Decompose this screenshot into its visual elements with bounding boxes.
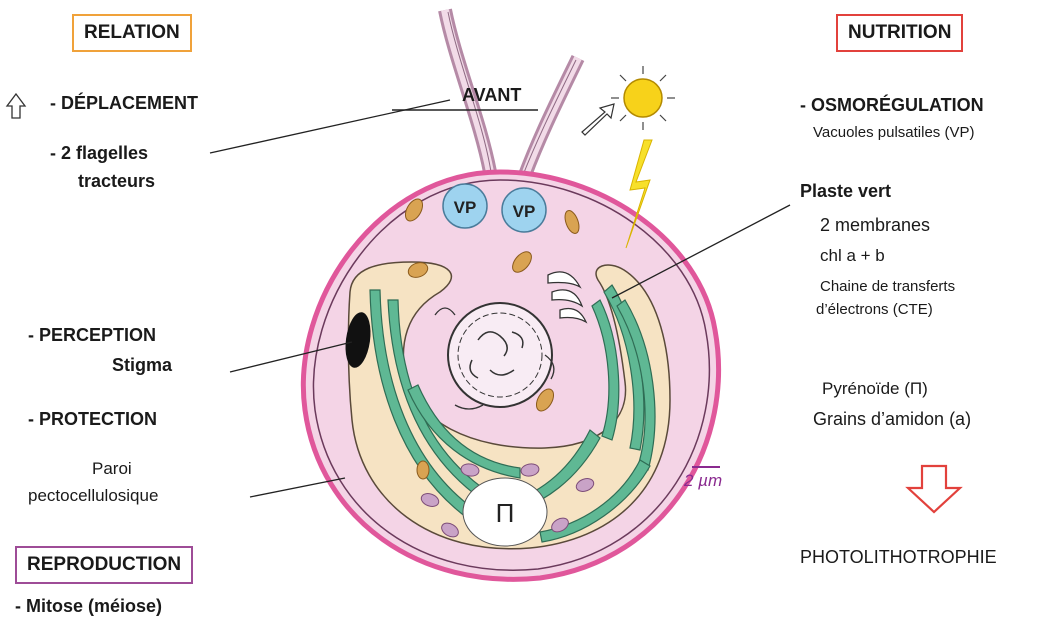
mitose-label: - Mitose (méiose) [15,597,162,617]
perception-label: - PERCEPTION [28,326,156,346]
nucleus [448,303,552,407]
relation-box: RELATION [72,14,192,52]
scale-label: 2 µm [684,472,722,491]
osmoregulation-label: - OSMORÉGULATION [800,96,984,116]
result-arrow-icon [908,466,960,512]
phototaxis-arrow-icon [582,104,614,135]
sun-icon [611,66,675,130]
pyrenoide-label: Pyrénoïde (Π) [822,380,928,399]
vacuoles-label: Vacuoles pulsatiles (VP) [813,125,974,142]
up-arrow-icon [7,94,25,118]
deplacement-label: - DÉPLACEMENT [50,94,198,114]
plaste-vert-label: Plaste vert [800,182,891,202]
chaine-label-2: d’électrons (CTE) [816,302,933,319]
stigma-label: Stigma [112,356,172,376]
paroi-label: Paroi [92,460,132,479]
pyrenoid-symbol: Π [496,498,515,528]
protection-label: - PROTECTION [28,410,157,430]
pectocellulosique-label: pectocellulosique [28,487,158,506]
chaine-label-1: Chaine de transferts [820,279,955,296]
vp-left-label: VP [454,198,477,217]
photolithotrophie-label: PHOTOLITHOTROPHIE [800,548,997,568]
tracteurs-label: tracteurs [78,172,155,192]
chl-label: chl a + b [820,247,885,266]
nutrition-box: NUTRITION [836,14,963,52]
flagelles-label: - 2 flagelles [50,144,148,164]
grains-label: Grains d’amidon (a) [813,410,971,430]
vp-right-label: VP [513,202,536,221]
reproduction-box: REPRODUCTION [15,546,193,584]
membranes-label: 2 membranes [820,216,930,236]
avant-label: AVANT [462,86,521,106]
